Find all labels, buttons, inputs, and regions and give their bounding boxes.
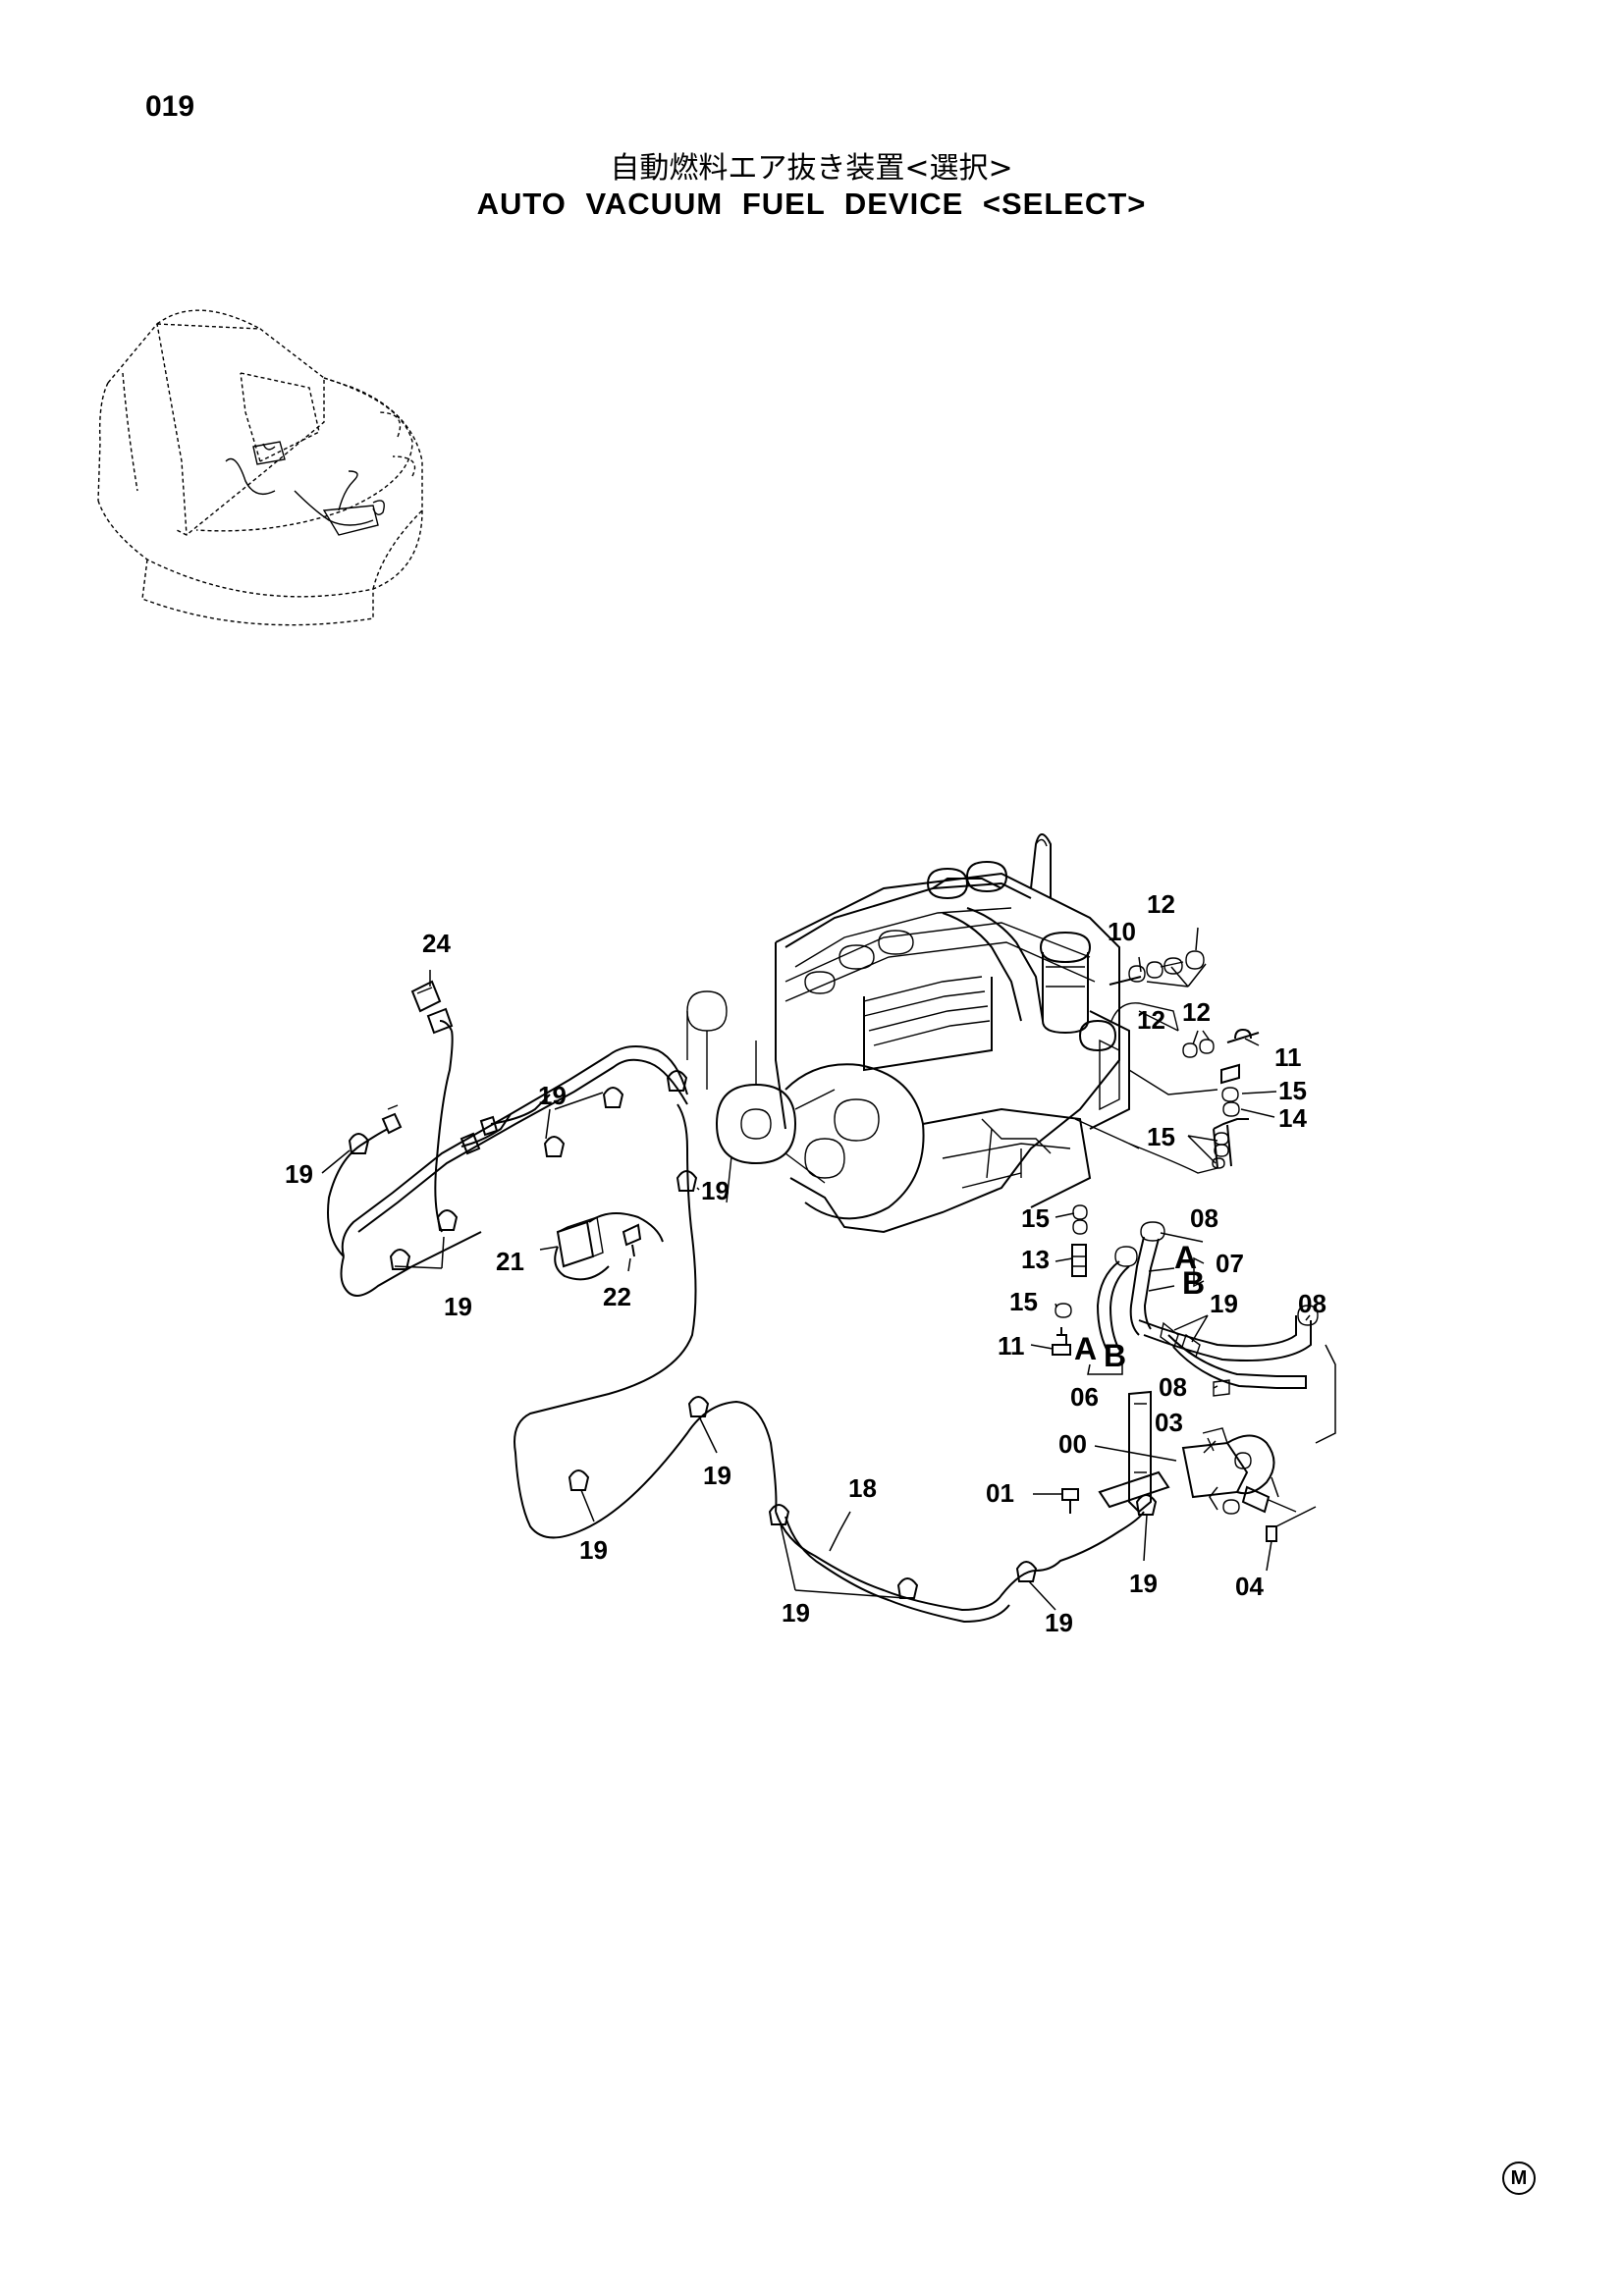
callout-22: 22: [603, 1282, 631, 1311]
callout-19-hose: 19: [1210, 1289, 1238, 1318]
callout-08-top: 08: [1190, 1203, 1218, 1233]
callout-07: 07: [1216, 1249, 1244, 1278]
wire-harness: [327, 980, 1158, 1624]
callout-18: 18: [848, 1473, 877, 1503]
callout-19-left: 19: [285, 1159, 313, 1189]
title-english: AUTO VACUUM FUEL DEVICE <SELECT>: [476, 187, 1147, 221]
callout-01: 01: [986, 1478, 1014, 1508]
callout-19-mid: 19: [701, 1176, 730, 1205]
callout-19-bottom: 19: [782, 1598, 810, 1628]
excavator-overview-illustration: [97, 309, 423, 626]
leader-lines: [321, 927, 1311, 1611]
callout-13: 13: [1021, 1245, 1050, 1274]
fuel-hoses: [1096, 1221, 1336, 1444]
callout-15-mid: 15: [1147, 1122, 1175, 1151]
callout-B-upper: B: [1182, 1265, 1205, 1301]
callout-15-upper-stack: 15: [1021, 1203, 1050, 1233]
callout-03: 03: [1155, 1408, 1183, 1437]
callout-24: 24: [422, 929, 451, 958]
fitting-stack-upper: [1109, 950, 1260, 1169]
callout-B-lower: B: [1104, 1338, 1126, 1373]
callout-19-top: 19: [538, 1081, 567, 1110]
callout-11-top: 11: [1274, 1042, 1302, 1072]
callout-04: 04: [1235, 1572, 1264, 1601]
callout-08-right: 08: [1298, 1289, 1326, 1318]
fitting-stack-lower: [1052, 1204, 1088, 1356]
callout-14: 14: [1278, 1103, 1307, 1133]
callout-19-lower-left: 19: [444, 1292, 472, 1321]
callout-06: 06: [1070, 1382, 1099, 1412]
callout-12-right: 12: [1182, 997, 1211, 1027]
callout-00: 00: [1058, 1429, 1087, 1459]
callout-19-center: 19: [703, 1461, 731, 1490]
callout-21: 21: [496, 1247, 524, 1276]
callout-12-mid: 12: [1137, 1005, 1165, 1035]
callout-10: 10: [1108, 917, 1136, 946]
callout-15-lower-stack: 15: [1009, 1287, 1038, 1316]
page-number: 019: [145, 90, 195, 123]
callout-A-lower: A: [1074, 1331, 1097, 1366]
title-japanese: 自動燃料エア抜き装置<選択>: [610, 151, 1013, 186]
callout-19-pump: 19: [1129, 1569, 1158, 1598]
engine-assembly: [686, 833, 1218, 1234]
callout-19-bottom-left: 19: [579, 1535, 608, 1565]
callout-19-bottom-right: 19: [1045, 1608, 1073, 1637]
callout-08-lower: 08: [1159, 1372, 1187, 1402]
callout-15-right: 15: [1278, 1076, 1307, 1105]
callout-11-bottom: 11: [998, 1331, 1025, 1361]
vacuum-pump-assembly: [1061, 1390, 1317, 1542]
callout-12-top: 12: [1147, 889, 1175, 919]
callout-A-upper: A: [1174, 1240, 1197, 1275]
callout-labels: 24 19 19 19 21 19 22 19 19 18 19 19 19 1…: [285, 889, 1326, 1637]
edition-mark: M: [1502, 2162, 1536, 2195]
